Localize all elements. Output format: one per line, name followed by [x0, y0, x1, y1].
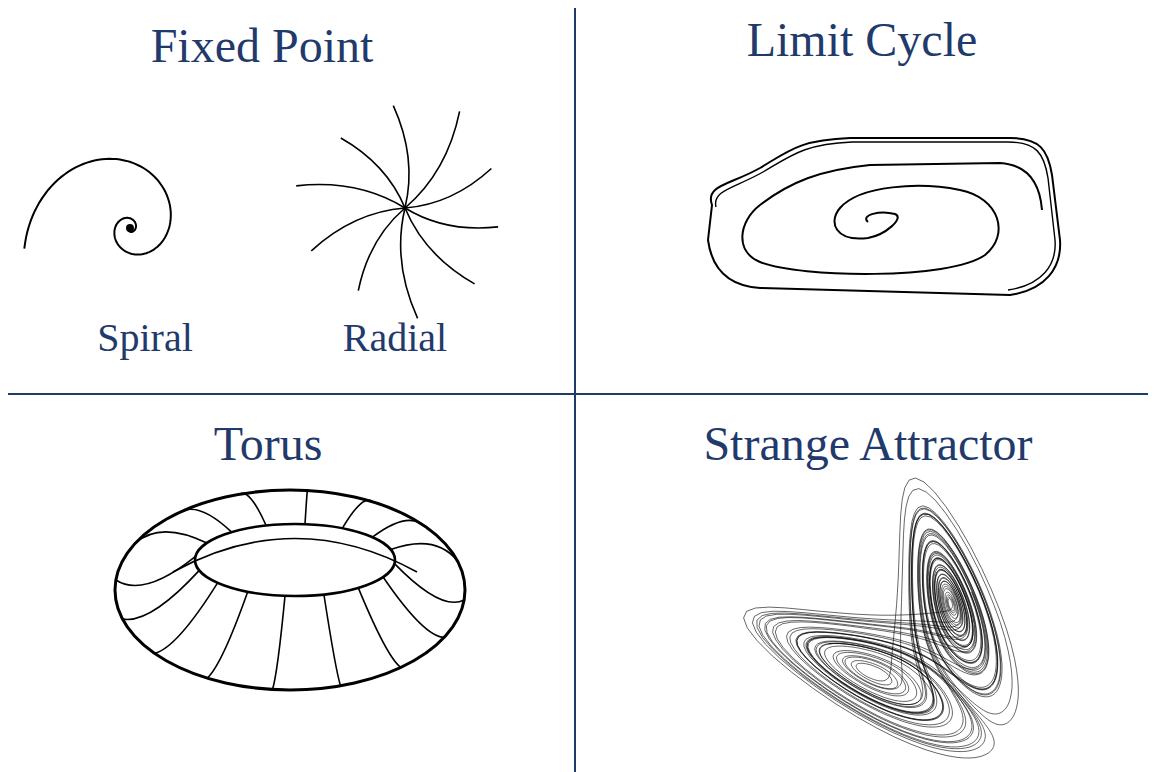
curve-stroke [372, 520, 425, 537]
divider-line [574, 8, 576, 772]
curve-stroke [122, 570, 199, 619]
curve-stroke [195, 524, 395, 596]
curve-stroke [155, 583, 218, 654]
curve-stroke [311, 208, 405, 251]
curve-stroke [136, 532, 207, 543]
divider-line [8, 393, 1148, 395]
fixed-point-dot [127, 225, 133, 231]
curve-stroke [207, 592, 248, 678]
sub-label: Radial [343, 318, 447, 358]
curve-stroke [179, 509, 232, 532]
lorenz-attractor [744, 478, 1019, 758]
curve-stroke [401, 208, 418, 318]
curve-stroke [358, 588, 401, 668]
curve-stroke [358, 208, 405, 291]
limit-cycle-trajectory [708, 138, 1060, 295]
sub-label: Spiral [97, 318, 193, 358]
curve-stroke [395, 564, 465, 603]
curve-stroke [383, 577, 444, 637]
curve-stroke [391, 544, 458, 561]
curve-stroke [341, 138, 405, 208]
curve-stroke [116, 556, 196, 585]
curve-stroke [240, 493, 267, 525]
curve-stroke [405, 111, 460, 208]
curve-stroke [24, 159, 171, 255]
radial-trajectories [296, 106, 498, 319]
curve-stroke [405, 208, 498, 228]
curve-stroke [324, 595, 341, 686]
curve-stroke [742, 163, 1042, 274]
curve-stroke [273, 596, 286, 690]
curve-stroke [342, 500, 373, 528]
curve-stroke [708, 138, 1060, 295]
curve-stroke [305, 490, 308, 524]
quadrant-title: Limit Cycle [747, 16, 978, 64]
curve-stroke [405, 169, 491, 209]
curve-stroke [744, 478, 1019, 758]
curve-stroke [405, 208, 475, 284]
curve-stroke [173, 539, 417, 573]
curve-stroke [716, 142, 1056, 290]
spiral-trajectory [24, 159, 171, 255]
torus-surface [115, 490, 465, 690]
quadrant-title: Strange Attractor [703, 420, 1032, 468]
curve-stroke [296, 185, 405, 208]
curve-stroke [393, 106, 409, 208]
quadrant-title: Torus [214, 420, 323, 468]
quadrant-title: Fixed Point [151, 22, 374, 70]
curve-stroke [115, 490, 465, 690]
